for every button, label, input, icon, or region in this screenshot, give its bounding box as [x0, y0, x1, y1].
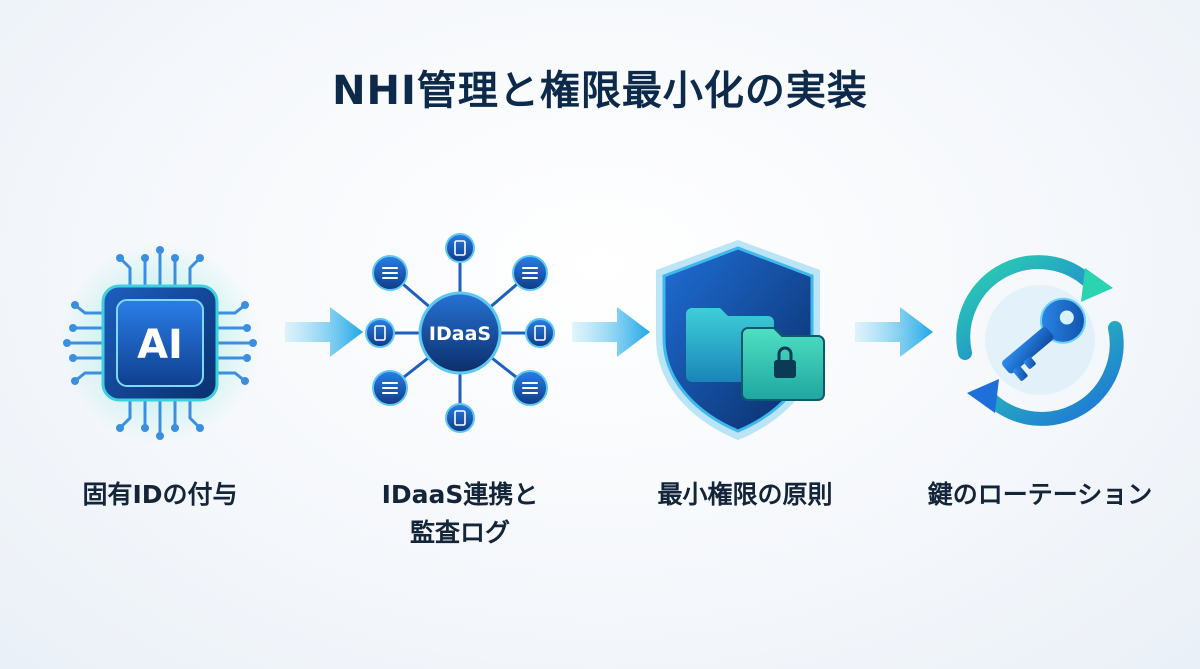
idaas-hub-icon: IDaaS [365, 233, 555, 433]
arrow-right-icon [572, 307, 650, 357]
step-label-unique-id: 固有IDの付与 [82, 480, 238, 509]
step-label-idaas: IDaaS連携と 監査ログ [335, 476, 585, 552]
step-label-idaas-line2: 監査ログ [409, 518, 510, 547]
step-key-rotation: 鍵のローテーション [925, 228, 1155, 568]
step-idaas: IDaaS IDaaS連携と 監査ログ [345, 228, 575, 568]
step-label-idaas-line1: IDaaS連携と [381, 480, 539, 509]
step-least-privilege: 最小権限の原則 [630, 228, 860, 568]
shield-folder-lock-icon [656, 240, 825, 440]
arrow-right-icon [855, 307, 933, 357]
arrow-right-icon [285, 307, 363, 357]
idaas-hub-text: IDaaS [429, 323, 491, 345]
ai-chip-icon: AI [60, 243, 260, 443]
step-unique-id: AI 固有IDの付与 [45, 228, 275, 568]
key-rotation-icon [956, 255, 1124, 426]
ai-chip-text: AI [137, 322, 183, 368]
step-label-least-privilege: 最小権限の原則 [657, 480, 833, 509]
page-title: NHI管理と権限最小化の実装 [332, 68, 868, 114]
step-label-key-rotation: 鍵のローテーション [927, 480, 1153, 509]
